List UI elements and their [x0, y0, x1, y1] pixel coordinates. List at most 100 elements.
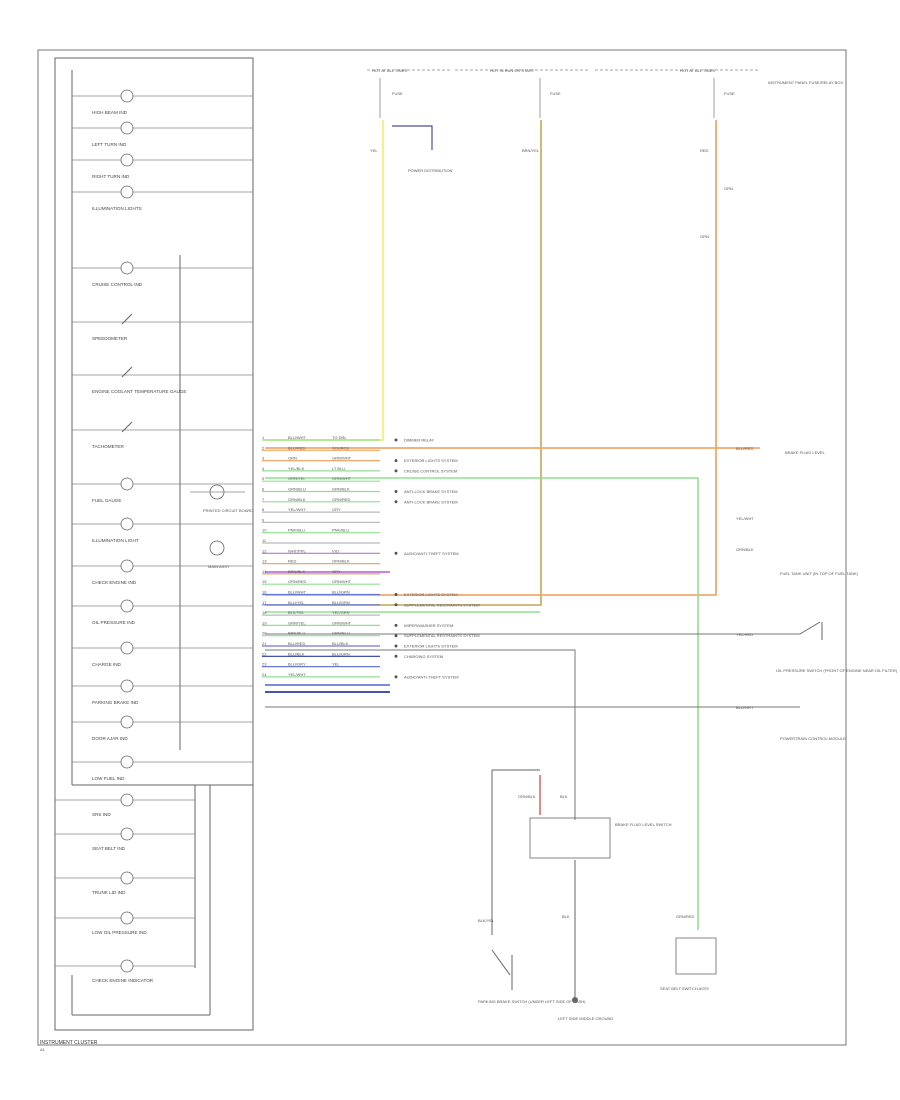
- cluster-indicator-label: FUEL GAUGE: [92, 498, 121, 503]
- green-wire: [265, 477, 699, 930]
- connector-dest: GRN/WHT: [332, 456, 352, 461]
- cluster-lower-label: SEAT BELT IND: [92, 846, 126, 851]
- connector-wire: GRN/BLU: [288, 487, 306, 492]
- cluster-indicator-label: CHECK ENGINE IND: [92, 580, 137, 585]
- connector-wire: BRN/BLK: [288, 569, 305, 574]
- cluster-lower-indicator: CHECK ENGINE INDICATOR: [55, 959, 195, 983]
- connector-dest: BLU/GRN: [332, 590, 350, 595]
- cluster-lower-indicator: LOW OIL PRESSURE IND: [55, 911, 195, 935]
- connector-pin: 5: [262, 476, 265, 481]
- connector-pin: 13: [262, 559, 267, 564]
- cluster-lower-indicator: SEAT BELT IND: [55, 827, 195, 851]
- connector-wire: BLU/GRY: [288, 662, 306, 667]
- connector-note: EXTERIOR LIGHTS SYSTEM: [404, 458, 458, 463]
- svg-text:POWER DISTRIBUTION: POWER DISTRIBUTION: [408, 168, 453, 173]
- connector-wire: BLU/YEL: [288, 600, 305, 605]
- connector-dest: LT BLU: [332, 466, 345, 471]
- connector-pin: 20: [262, 631, 267, 636]
- connector-dest: GRN/BLK: [332, 487, 350, 492]
- svg-text:MAIN ASSY: MAIN ASSY: [208, 564, 230, 569]
- connector-note: EXTERIOR LIGHTS SYSTEM: [404, 644, 458, 649]
- connector-dest: GRY: [332, 569, 341, 574]
- connector-dest: SOURCE: [332, 445, 349, 450]
- cluster-indicator-label: CRUISE CONTROL IND: [92, 282, 143, 287]
- ground-point: BLK LEFT SIDE MIDDLE GROUND: [558, 860, 613, 1021]
- svg-text:HOT AT ALL TIMES: HOT AT ALL TIMES: [680, 68, 715, 73]
- connector-row: 2 BLU/RED SOURCE: [262, 445, 380, 451]
- connector-note: AUDIO/ANTI-THEFT SYSTEM: [404, 551, 459, 556]
- connector-wire: WHT/PPL: [288, 548, 307, 553]
- cluster-indicator-label: CHARGE IND: [92, 662, 122, 667]
- connector-dest: VIO: [332, 548, 339, 553]
- connector-pin: 3: [262, 456, 265, 461]
- connector-pin: 8: [262, 507, 265, 512]
- connector-wire: RED: [288, 559, 297, 564]
- connector-note: CRUISE CONTROL SYSTEM: [404, 468, 457, 473]
- cluster-lower-label: SRS IND: [92, 812, 111, 817]
- ground-module: POWER DISTRIBUTION: [392, 125, 453, 173]
- connector-pin: 12: [262, 548, 267, 553]
- connector-dest: GRN/BLU: [332, 631, 350, 636]
- connector-dest: GRY: [332, 507, 341, 512]
- top-feed-3: HOT AT ALL TIMES FUSE RED: [595, 68, 760, 153]
- cluster-indicator: ILLUMINATION LIGHTS: [72, 185, 253, 211]
- svg-text:ORN/BLK: ORN/BLK: [736, 547, 754, 552]
- connector-dest: GRN/WHT: [332, 620, 352, 625]
- cluster-indicator-label: ENGINE COOLANT TEMPERATURE GAUGE: [92, 389, 186, 394]
- cluster-box: [54, 57, 254, 1031]
- connector-dest: GRN/WHT: [332, 476, 352, 481]
- connector-dest: GRN/RED: [332, 497, 351, 502]
- connector-wire: BLK/YEL: [288, 610, 305, 615]
- connector-pin: 16: [262, 590, 267, 595]
- cluster-lower-label: CHECK ENGINE INDICATOR: [92, 978, 154, 983]
- cluster-indicator-label: HIGH BEAM IND: [92, 110, 128, 115]
- svg-text:BRN/YEL: BRN/YEL: [522, 148, 540, 153]
- connector-wire: GRN/BLK: [288, 497, 306, 502]
- connector-dest: GRN/WHT: [332, 579, 352, 584]
- connector-row: 12 WHT/PPL VIO AUDIO/ANTI-THEFT SYSTEM: [262, 548, 459, 556]
- cluster-indicator-label: SPEEDOMETER: [92, 336, 128, 341]
- brake-fluid-component: BRAKE FLUID LEVEL BLU/RED: [736, 446, 826, 455]
- svg-text:BLU/RED: BLU/RED: [736, 446, 753, 451]
- connector-wire: BLU/WHT: [288, 435, 307, 440]
- svg-text:OIL PRESSURE SWITCH (FRONT OF: OIL PRESSURE SWITCH (FRONT OF ENGINE NEA…: [776, 668, 898, 673]
- cluster-indicator-label: DOOR AJAR IND: [92, 736, 128, 741]
- connector-pin: 14: [262, 569, 267, 574]
- connector-row: 9: [262, 517, 380, 524]
- connector-pin: 19: [262, 620, 267, 625]
- svg-text:FUEL TANK UNIT (IN TOP OF FUEL: FUEL TANK UNIT (IN TOP OF FUEL TANK): [780, 571, 859, 576]
- fuel-tank-unit: YEL/WHT ORN/BLK FUEL TANK UNIT (IN TOP O…: [736, 516, 859, 576]
- yellow-wire: [265, 120, 384, 441]
- cluster-indicator-label: LEFT TURN IND: [92, 142, 127, 147]
- orange-wire: [265, 120, 717, 596]
- cluster-indicator: LEFT TURN IND: [72, 121, 253, 147]
- svg-text:BRAKE FLUID LEVEL: BRAKE FLUID LEVEL: [785, 450, 826, 455]
- svg-text:POWERTRAIN CONTROL MODULE: POWERTRAIN CONTROL MODULE: [780, 736, 846, 741]
- connector-note: AUDIO/ANTI-THEFT SYSTEM: [404, 674, 459, 679]
- svg-text:BLK/YEL: BLK/YEL: [478, 918, 495, 923]
- cluster-indicator: CHARGE IND: [72, 641, 253, 667]
- connector-pin: 2: [262, 445, 265, 450]
- connector-pin: 22: [262, 651, 267, 656]
- connector-pin: 11: [262, 538, 267, 543]
- cluster-indicator: ENGINE COOLANT TEMPERATURE GAUGE: [72, 366, 253, 394]
- svg-text:BLK: BLK: [560, 794, 568, 799]
- cluster-indicator: CHECK ENGINE IND: [72, 559, 253, 585]
- brake-fluid-switch: BRAKE FLUID LEVEL SWITCH GRN/BLK BLK: [491, 769, 672, 935]
- top-feed-1: HOT AT ALL TIMES FUSE YEL: [367, 68, 450, 153]
- connector-pin: 21: [262, 641, 267, 646]
- cluster-indicator-label: ILLUMINATION LIGHT: [92, 538, 139, 543]
- connector-dest: BLU/BLK: [332, 641, 349, 646]
- cluster-indicator: TACHOMETER: [72, 421, 253, 449]
- connector-wire: GRN/YEL: [288, 620, 306, 625]
- connector-wire: BLU/RED: [288, 445, 305, 450]
- powertrain-control-module: BLU/GRY POWERTRAIN CONTROL MODULE: [736, 705, 846, 741]
- footer-title: INSTRUMENT CLUSTER: [40, 1040, 98, 1046]
